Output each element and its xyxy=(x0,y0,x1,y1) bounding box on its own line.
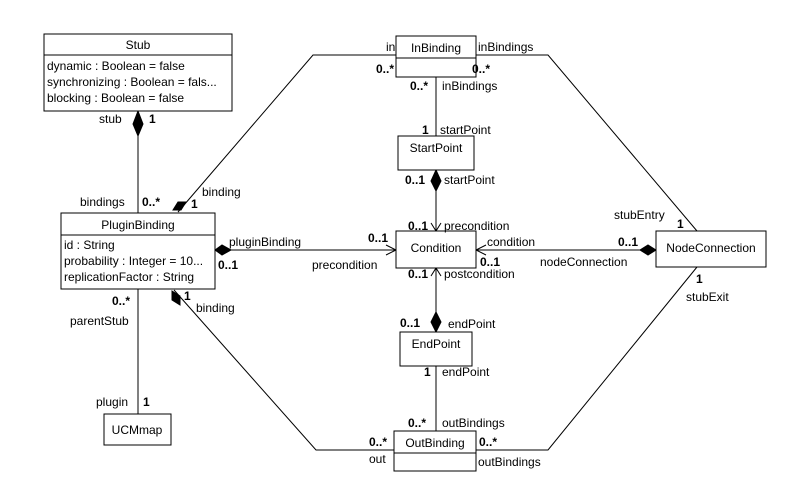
label-binding-bottom-mult: 1 xyxy=(184,289,191,303)
label-sp-mult-1: 1 xyxy=(422,123,429,137)
binding-bottom-composition-diamond xyxy=(171,290,181,306)
label-plugin-role: plugin xyxy=(96,395,128,409)
pluginbinding-attr-id: id : String xyxy=(64,238,115,252)
label-inbindings-right-mult: 0..* xyxy=(472,62,490,76)
label-inbindings-down-mult: 0..* xyxy=(410,79,428,93)
label-binding-bottom-role: binding xyxy=(196,301,235,315)
label-parentstub-role: parentStub xyxy=(70,314,129,328)
outbinding-box xyxy=(393,430,477,472)
stub-title: Stub xyxy=(126,38,151,52)
label-nodeconnection-role: nodeConnection xyxy=(540,255,627,269)
nodeconnection-box xyxy=(655,230,767,268)
label-binding-top-role: binding xyxy=(202,185,241,199)
edge-outbinding-pluginbinding xyxy=(173,289,394,451)
class-stub[interactable]: Stub dynamic : Boolean = false synchroni… xyxy=(43,33,233,112)
inbinding-title: InBinding xyxy=(411,41,461,55)
label-ep-mult-1: 0..1 xyxy=(400,316,420,330)
stub-composition-diamond xyxy=(132,109,144,138)
label-plugin-mult: 1 xyxy=(143,395,150,409)
label-bindings-mult: 0..* xyxy=(142,195,160,209)
nodeconnection-composition-diamond xyxy=(639,244,657,256)
label-stubentry-role: stubEntry xyxy=(614,208,665,222)
ucmmap-title: UCMmap xyxy=(112,423,163,437)
label-outbindings-right-role: outBindings xyxy=(478,455,541,469)
label-post-mult: 0..1 xyxy=(408,267,428,281)
pluginbinding-box xyxy=(60,212,216,290)
startpoint-composition-diamond xyxy=(430,168,442,193)
label-parentstub-mult: 0..* xyxy=(112,294,130,308)
label-outbindings-up-mult: 0..* xyxy=(408,416,426,430)
pluginbinding-attr-replication: replicationFactor : String xyxy=(64,270,194,284)
label-in-mult: 0..* xyxy=(376,62,394,76)
label-bindings-role: bindings xyxy=(80,195,125,209)
outbinding-title: OutBinding xyxy=(405,436,464,450)
endpoint-title: EndPoint xyxy=(412,337,461,351)
class-condition[interactable]: Condition xyxy=(395,230,477,269)
label-condition-role: condition xyxy=(487,235,535,249)
label-out-mult: 0..* xyxy=(369,435,387,449)
class-ucmmap[interactable]: UCMmap xyxy=(103,413,172,446)
label-in-role: in xyxy=(386,40,395,54)
association-labels: stub 1 bindings 0..* binding 1 in 0..* i… xyxy=(70,40,729,469)
label-outbindings-up-role: outBindings xyxy=(442,416,505,430)
label-sp-mult-2: 0..1 xyxy=(405,173,425,187)
label-ep-role-1: endPoint xyxy=(448,317,496,331)
label-outbindings-right-mult: 0..* xyxy=(479,435,497,449)
stub-box xyxy=(43,33,233,112)
label-inbindings-right-role: inBindings xyxy=(478,40,533,54)
condition-box xyxy=(395,230,477,269)
inbinding-box xyxy=(395,35,477,78)
label-nc-mult: 0..1 xyxy=(618,235,638,249)
nodeconnection-title: NodeConnection xyxy=(666,241,755,255)
label-pre-cond-role: precondition xyxy=(444,219,509,233)
diamonds xyxy=(132,109,657,334)
pluginbinding-composition-diamond xyxy=(214,244,233,256)
pluginbinding-title: PluginBinding xyxy=(101,218,174,232)
class-nodeconnection[interactable]: NodeConnection xyxy=(655,230,767,268)
label-stubexit-role: stubExit xyxy=(686,290,729,304)
label-sp-role-2: startPoint xyxy=(444,173,495,187)
class-inbinding[interactable]: InBinding xyxy=(395,35,477,78)
label-sp-role-1: startPoint xyxy=(440,123,491,137)
edge-inbinding-pluginbinding xyxy=(177,54,396,213)
class-startpoint[interactable]: StartPoint xyxy=(397,135,475,171)
label-stubexit-mult: 1 xyxy=(696,272,703,286)
label-binding-top-mult: 1 xyxy=(191,197,198,211)
label-pb-cond-mult: 0..1 xyxy=(368,231,388,245)
edge-inbinding-nodeconnection xyxy=(476,54,698,232)
startpoint-box xyxy=(397,135,475,171)
endpoint-box xyxy=(399,331,473,367)
edge-outbinding-nodeconnection xyxy=(476,266,698,451)
stub-attr-dynamic: dynamic : Boolean = false xyxy=(47,59,185,73)
label-ep-role-2: endPoint xyxy=(442,365,490,379)
class-endpoint[interactable]: EndPoint xyxy=(399,331,473,367)
condition-title: Condition xyxy=(411,241,462,255)
label-pre-cond-mult: 0..1 xyxy=(408,219,428,233)
label-inbindings-down-role: inBindings xyxy=(442,79,497,93)
label-post-role: postcondition xyxy=(444,267,515,281)
label-pb-right-mult: 0..1 xyxy=(218,258,238,272)
label-nc-cond-mult: 0..1 xyxy=(480,255,500,269)
label-stub-mult: 1 xyxy=(149,112,156,126)
class-pluginbinding[interactable]: PluginBinding id : String probability : … xyxy=(60,212,216,290)
label-ep-mult-2: 1 xyxy=(424,365,431,379)
endpoint-composition-diamond xyxy=(430,310,442,334)
stub-attr-synchronizing: synchronizing : Boolean = fals... xyxy=(47,75,217,89)
label-stub-role: stub xyxy=(99,112,122,126)
startpoint-title: StartPoint xyxy=(410,141,463,155)
binding-top-composition-diamond xyxy=(172,201,187,211)
ucmmap-box xyxy=(103,413,172,446)
class-outbinding[interactable]: OutBinding xyxy=(393,430,477,472)
label-stubentry-mult: 1 xyxy=(677,217,684,231)
stub-attr-blocking: blocking : Boolean = false xyxy=(47,91,184,105)
pluginbinding-attr-probability: probability : Integer = 10... xyxy=(64,254,203,268)
label-out-role: out xyxy=(369,452,386,466)
label-pluginbinding-role: pluginBinding xyxy=(229,235,301,249)
label-precondition-role: precondition xyxy=(312,258,377,272)
